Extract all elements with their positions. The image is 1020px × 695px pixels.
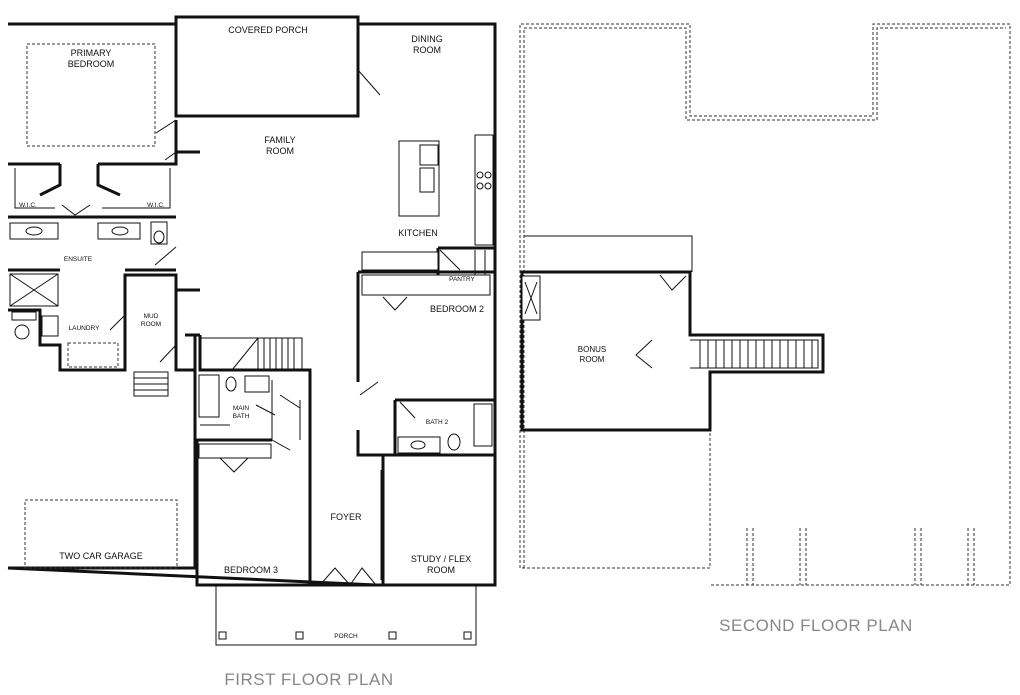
label-dining-line2: ROOM xyxy=(413,45,441,55)
label-primary-line1: PRIMARY xyxy=(71,48,112,58)
second-floor-plan: BONUS ROOM SECOND FLOOR PLAN xyxy=(519,23,1011,635)
label-porch: PORCH xyxy=(334,633,358,640)
label-pantry: PANTRY xyxy=(449,276,475,283)
label-mud-line2: ROOM xyxy=(141,321,161,328)
label-study-line1: STUDY / FLEX xyxy=(411,554,471,564)
label-family-line2: ROOM xyxy=(266,146,294,156)
label-bath-2: BATH 2 xyxy=(426,419,449,426)
label-bonus-line2: ROOM xyxy=(580,355,605,364)
label-foyer: FOYER xyxy=(330,512,362,522)
label-ensuite: ENSUITE xyxy=(64,256,93,263)
label-wic-left: W.I.C. xyxy=(19,202,37,209)
label-dining-line1: DINING xyxy=(411,34,443,44)
label-main-bath-line1: MAIN xyxy=(233,405,250,412)
label-covered-porch: COVERED PORCH xyxy=(228,25,308,35)
first-floor-title: FIRST FLOOR PLAN xyxy=(224,670,393,689)
label-laundry: LAUNDRY xyxy=(69,325,101,332)
label-primary-line2: BEDROOM xyxy=(68,59,115,69)
label-garage: TWO CAR GARAGE xyxy=(59,551,143,561)
label-wic-right: W.I.C. xyxy=(147,202,165,209)
label-bedroom-3: BEDROOM 3 xyxy=(224,565,278,575)
first-floor-plan: COVERED PORCH DINING ROOM PRIMARY BEDROO… xyxy=(7,15,497,689)
second-floor-title: SECOND FLOOR PLAN xyxy=(719,616,913,635)
label-bedroom-2: BEDROOM 2 xyxy=(430,304,484,314)
label-family-line1: FAMILY xyxy=(264,135,295,145)
label-main-bath-line2: BATH xyxy=(233,413,250,420)
label-mud-line1: MUD xyxy=(144,313,159,320)
label-bonus-line1: BONUS xyxy=(578,345,606,354)
label-study-line2: ROOM xyxy=(427,565,455,575)
label-kitchen: KITCHEN xyxy=(398,228,438,238)
